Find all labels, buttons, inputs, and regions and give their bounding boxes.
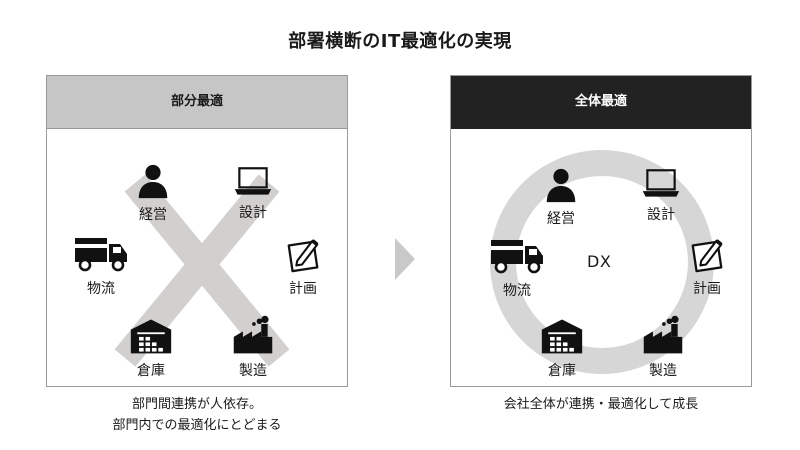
node-logistics: 物流	[477, 236, 557, 300]
total-optimization-caption: 会社全体が連携・最適化して成長	[503, 397, 699, 412]
node-planning: 計画	[667, 236, 747, 298]
node-design: 設計	[621, 166, 701, 224]
node-logistics-label: 物流	[87, 281, 115, 297]
node-management-label: 経営	[547, 211, 575, 227]
node-logistics: 物流	[61, 234, 141, 298]
total-optimization-panel: 全体最適 DX 経営 設計 物流 計画 倉庫 製造	[450, 75, 752, 387]
laptop-icon	[641, 166, 681, 200]
truck-icon	[73, 234, 129, 274]
node-design-label: 設計	[239, 205, 267, 221]
node-warehouse: 倉庫	[522, 316, 602, 380]
person-icon	[134, 162, 172, 200]
partial-caption-line1: 部門間連携が人依存。	[131, 397, 262, 412]
page-title: 部署横断のIT最適化の実現	[288, 31, 512, 52]
node-management: 経営	[521, 166, 601, 228]
warehouse-icon	[129, 316, 173, 356]
partial-optimization-body: 経営 設計 物流 計画 倉庫 製造	[47, 128, 347, 386]
partial-optimization-caption: 部門間連携が人依存。 部門内での最適化にとどまる	[46, 394, 348, 436]
total-optimization-header: 全体最適	[451, 76, 751, 129]
node-logistics-label: 物流	[503, 283, 531, 299]
partial-caption-line2: 部門内での最適化にとどまる	[112, 418, 282, 433]
node-manufacturing: 製造	[623, 314, 703, 380]
node-management: 経営	[113, 162, 193, 224]
warehouse-icon	[540, 316, 584, 356]
node-manufacturing-label: 製造	[649, 363, 677, 379]
partial-optimization-panel: 部分最適 経営 設計 物流 計画 倉庫 製造	[46, 75, 348, 387]
node-management-label: 経営	[139, 207, 167, 223]
truck-icon	[489, 236, 545, 276]
edit-document-icon	[688, 236, 726, 274]
node-planning-label: 計画	[289, 281, 317, 297]
node-warehouse-label: 倉庫	[548, 363, 576, 379]
node-planning: 計画	[263, 236, 343, 298]
node-design-label: 設計	[647, 207, 675, 223]
node-planning-label: 計画	[693, 281, 721, 297]
transition-arrow	[395, 238, 415, 280]
node-warehouse-label: 倉庫	[137, 363, 165, 379]
node-warehouse: 倉庫	[111, 316, 191, 380]
partial-optimization-header: 部分最適	[47, 76, 347, 129]
factory-icon	[231, 314, 275, 356]
total-optimization-body: DX 経営 設計 物流 計画 倉庫 製造	[451, 128, 751, 386]
edit-document-icon	[284, 236, 322, 274]
node-manufacturing-label: 製造	[239, 363, 267, 379]
person-icon	[542, 166, 580, 204]
laptop-icon	[233, 164, 273, 198]
dx-label: DX	[587, 252, 612, 271]
node-manufacturing: 製造	[213, 314, 293, 380]
factory-icon	[641, 314, 685, 356]
node-design: 設計	[213, 164, 293, 222]
